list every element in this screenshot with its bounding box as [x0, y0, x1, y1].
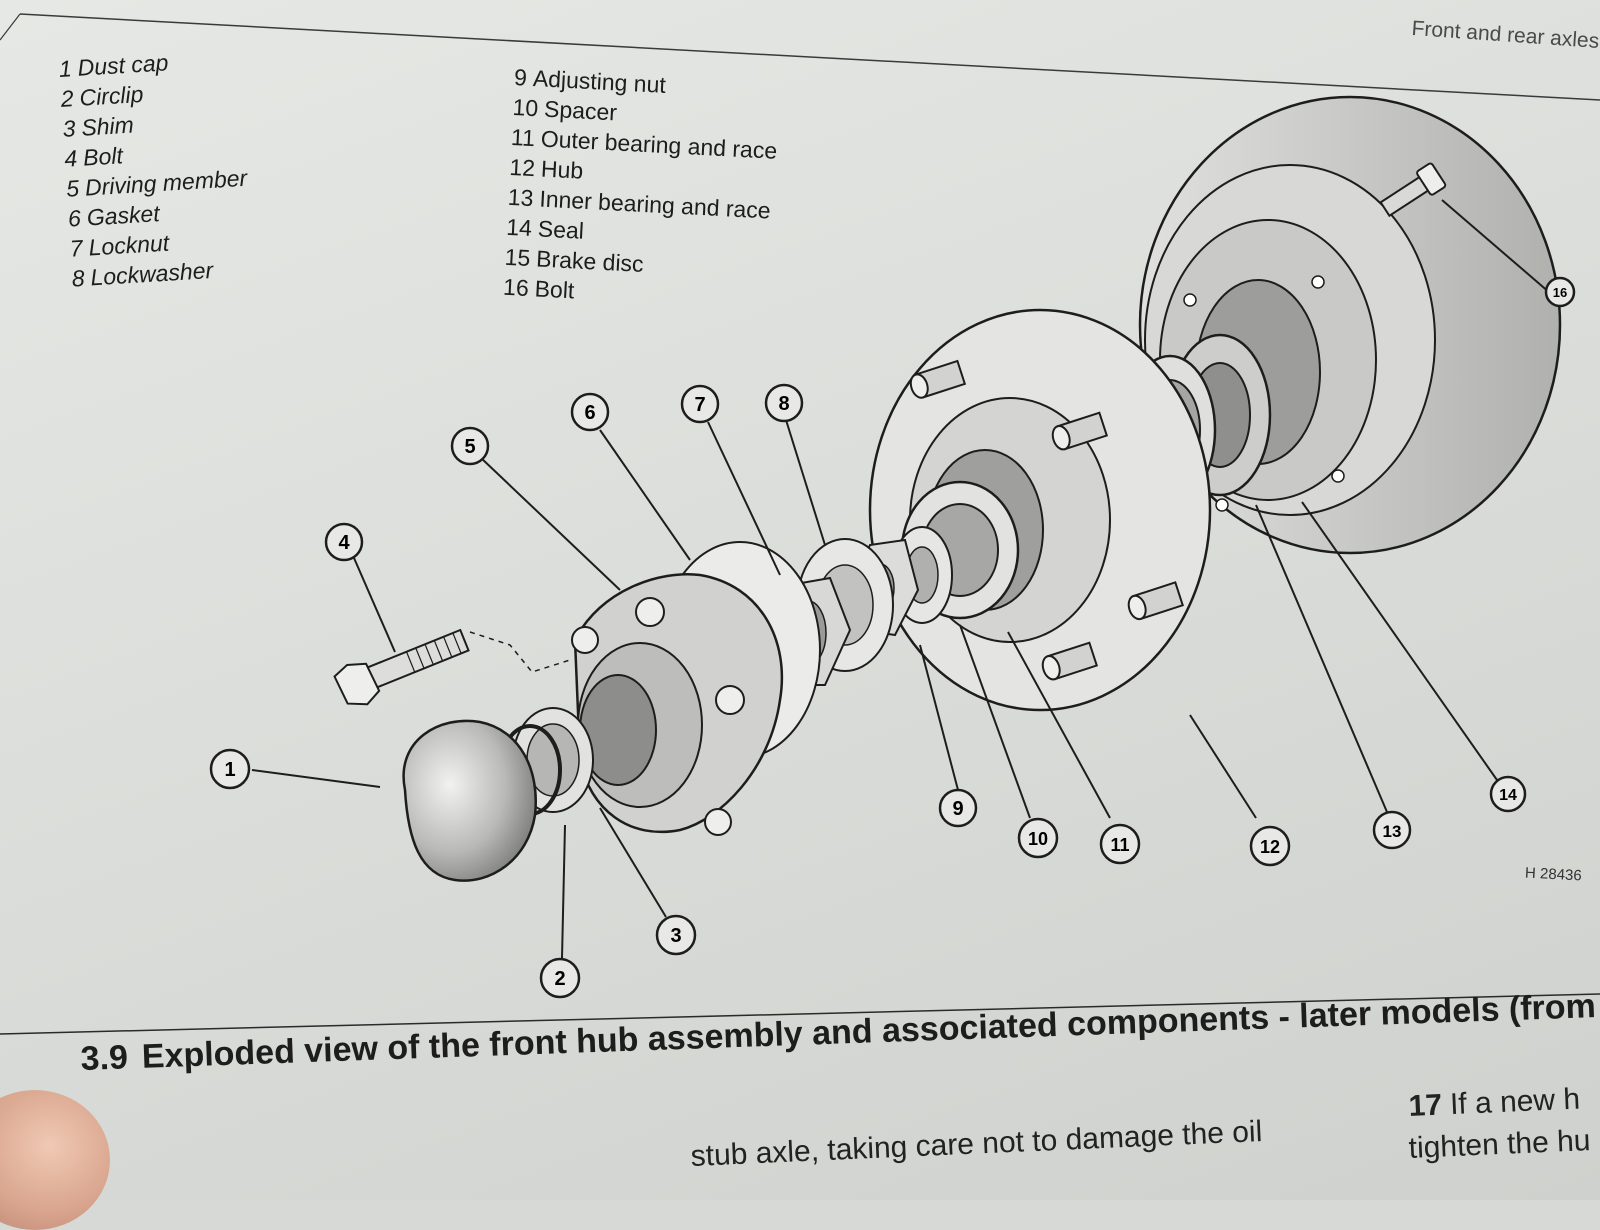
callout-5: 5: [450, 426, 490, 466]
leader-line: [1441, 199, 1551, 294]
callout-label: 7: [694, 394, 705, 416]
figure-number: 3.9: [80, 1038, 129, 1078]
drawing-code: H 28436: [1524, 864, 1583, 885]
callout-label: 12: [1260, 837, 1280, 857]
wheel-stud: [909, 359, 967, 399]
leader-line: [785, 419, 826, 546]
body-text-line: If a new h: [1449, 1082, 1581, 1122]
leader-line: [707, 421, 781, 576]
leader-line: [599, 429, 691, 561]
callout-label: 13: [1383, 822, 1402, 841]
callout-3: 3: [655, 914, 697, 956]
callout-16: 16: [1544, 276, 1576, 308]
wheel-stud: [1051, 411, 1109, 451]
leader-lines: [251, 199, 1551, 959]
leader-line: [1255, 504, 1388, 813]
leader-line: [251, 769, 381, 788]
leader-line: [1189, 714, 1257, 819]
alignment-dash: [469, 631, 571, 673]
callout-8: 8: [764, 383, 804, 423]
leader-line: [1007, 631, 1111, 819]
leader-line: [561, 824, 566, 959]
callout-9: 9: [938, 788, 978, 828]
callout-2: 2: [539, 957, 581, 999]
header-rule: [0, 13, 1600, 101]
callout-label: 5: [464, 436, 475, 458]
callout-12: 12: [1249, 825, 1291, 867]
finger-thumb: [0, 1090, 110, 1230]
paragraph-number: 17: [1408, 1088, 1443, 1123]
callout-10: 10: [1017, 817, 1059, 859]
callout-label: 16: [1553, 285, 1567, 300]
leader-line: [353, 557, 396, 653]
exploded-hub-diagram: 1 2 3 4 5 6 7 8 9 10 11 12 13 14 16: [209, 95, 1576, 999]
disc-bolt: [1379, 162, 1447, 218]
callout-label: 9: [952, 798, 963, 820]
callout-label: 8: [778, 393, 789, 415]
callout-label: 6: [584, 402, 595, 424]
callout-1: 1: [209, 748, 251, 790]
callout-4: 4: [324, 522, 364, 562]
callout-label: 3: [670, 925, 681, 947]
leader-line: [479, 456, 621, 591]
dust-cap: [402, 719, 537, 882]
callout-label: 14: [1499, 787, 1517, 804]
driving-member-bolt: [333, 628, 470, 706]
body-text-line: stub axle, taking care not to damage the…: [690, 1115, 1263, 1173]
caption-rule: [0, 993, 1600, 1035]
callout-label: 2: [554, 968, 565, 990]
callout-6: 6: [570, 392, 610, 432]
leader-line: [599, 807, 667, 918]
callout-label: 11: [1110, 835, 1129, 855]
callout-label: 1: [224, 759, 235, 781]
callout-label: 4: [338, 532, 350, 554]
body-text-line: tighten the hu: [1408, 1124, 1592, 1165]
callout-label: 10: [1028, 829, 1048, 849]
leader-line: [919, 644, 959, 791]
callout-7: 7: [680, 384, 720, 424]
wheel-stud: [1127, 581, 1184, 621]
callout-11: 11: [1099, 823, 1141, 865]
callout-14: 14: [1489, 775, 1527, 813]
callout-13: 13: [1372, 810, 1412, 850]
driving-member: [571, 573, 784, 836]
leader-line: [1301, 501, 1498, 781]
leader-line: [959, 624, 1031, 819]
wheel-stud: [1041, 641, 1099, 681]
